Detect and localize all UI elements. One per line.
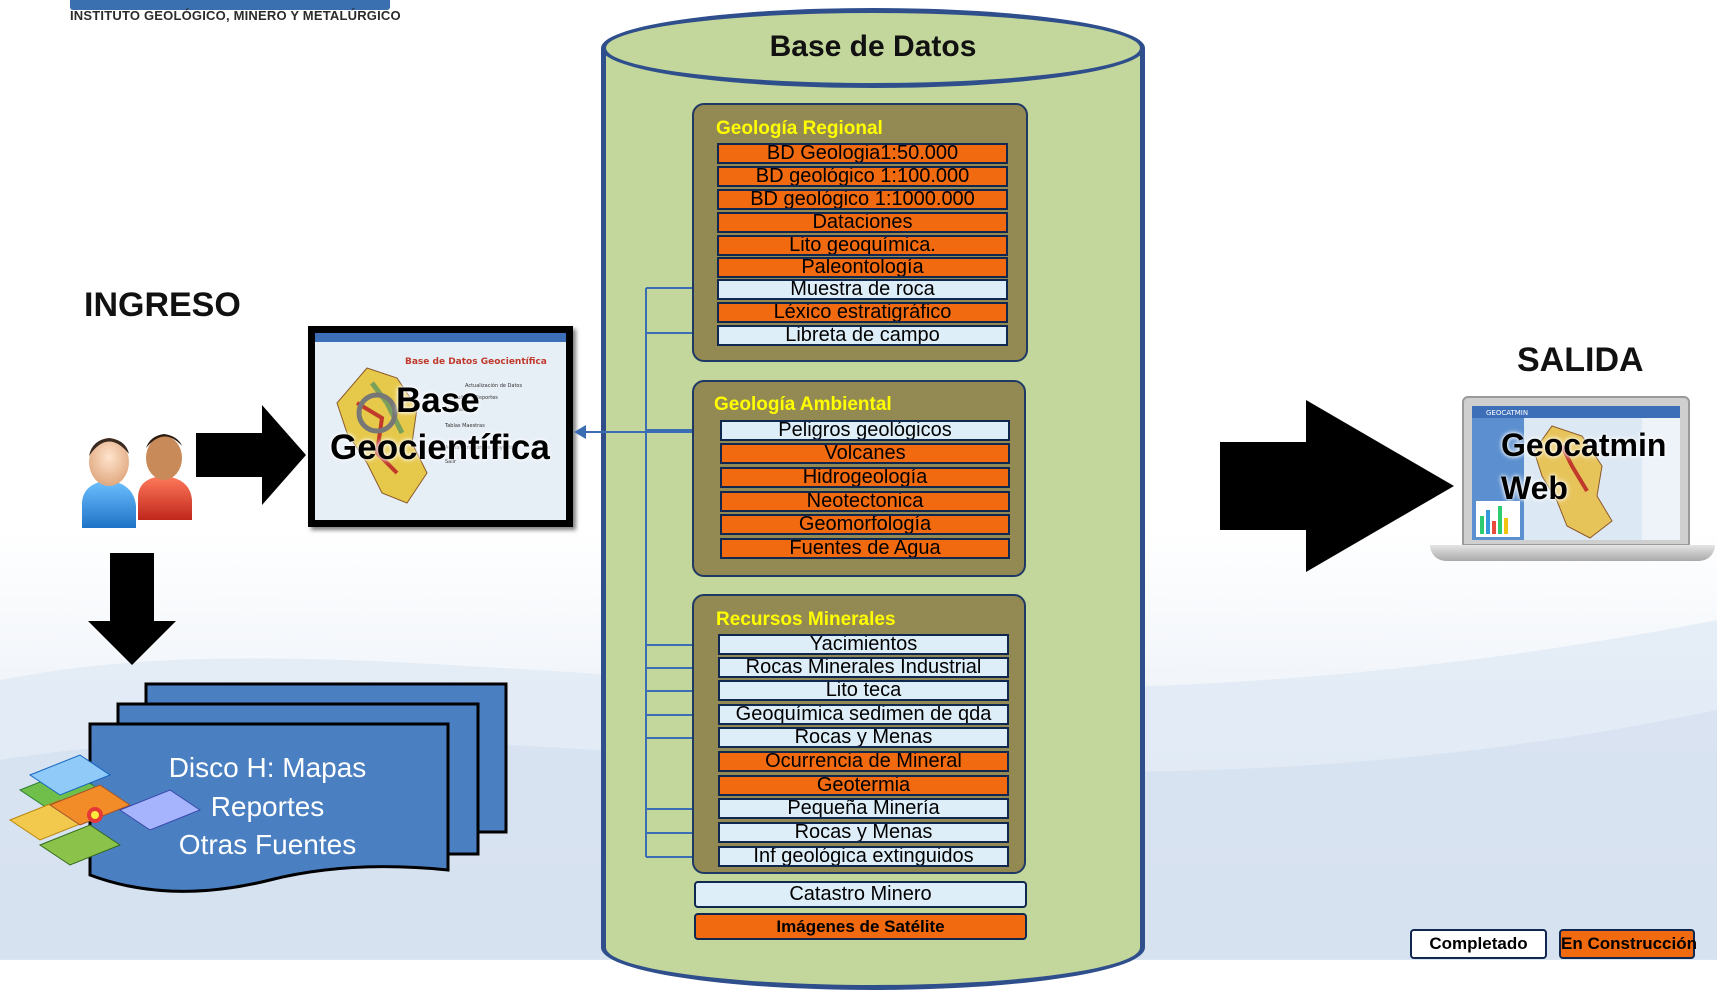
laptop-icon: GEOCATMIN bbox=[1462, 396, 1690, 546]
db-item: Ocurrencia de Mineral bbox=[718, 751, 1009, 772]
db-item: BD geológico 1:1000.000 bbox=[717, 189, 1008, 210]
db-item: Peligros geológicos bbox=[720, 420, 1010, 441]
sources-line-3: Otras Fuentes bbox=[178, 829, 357, 860]
screen-brand: GEOCATMIN bbox=[1486, 409, 1528, 417]
geocatmin-screen: GEOCATMIN bbox=[1472, 406, 1680, 540]
db-item: Libreta de campo bbox=[717, 325, 1008, 346]
base-label: Base bbox=[396, 381, 480, 420]
app-menu-item: Tablas Maestras bbox=[445, 423, 485, 429]
db-item: BD geológico 1:100.000 bbox=[717, 166, 1008, 187]
database-cylinder-top bbox=[601, 8, 1145, 88]
db-item: Lito geoquímica. bbox=[717, 235, 1008, 256]
db-item: Geomorfología bbox=[720, 514, 1010, 535]
salida-heading: SALIDA bbox=[1517, 341, 1644, 379]
arrow-down-icon bbox=[88, 553, 176, 665]
app-menu-item: Consultas y Reportes bbox=[445, 395, 498, 401]
db-item: Neotectonica bbox=[720, 491, 1010, 512]
db-item: Rocas y Menas bbox=[718, 822, 1009, 843]
laptop-base bbox=[1430, 545, 1715, 561]
group-title-recursos: Recursos Minerales bbox=[716, 609, 896, 630]
sources-line-2: Reportes bbox=[210, 791, 325, 822]
db-item: Pequeña Minería bbox=[718, 798, 1009, 819]
base-geocientifica-window: Base de Datos Geocientífica Actualizació… bbox=[308, 326, 573, 527]
db-item: Geotermia bbox=[718, 775, 1009, 796]
db-item: Yacimientos bbox=[718, 634, 1009, 655]
db-item: Hidrogeología bbox=[720, 467, 1010, 488]
db-item: BD Geologia1:50.000 bbox=[717, 143, 1008, 164]
group-title-regional: Geología Regional bbox=[716, 118, 883, 139]
arrow-right-icon bbox=[196, 405, 306, 505]
web-label: Web bbox=[1501, 470, 1568, 506]
app-window-title: Base de Datos Geocientífica bbox=[405, 357, 547, 367]
app-menu-item: Manuales bbox=[445, 407, 469, 413]
app-menu-item: Administración de Proyectos bbox=[445, 445, 517, 451]
db-item: Dataciones bbox=[717, 212, 1008, 233]
db-item: Léxico estratigráfico bbox=[717, 302, 1008, 323]
db-item: Volcanes bbox=[720, 443, 1010, 464]
db-item: Paleontología bbox=[717, 257, 1008, 278]
geocientifica-label: Geocientífica bbox=[330, 428, 550, 467]
db-item: Inf geológica extinguidos bbox=[718, 846, 1009, 867]
db-item-imagenes: Imágenes de Satélite bbox=[694, 913, 1027, 940]
sources-line-1: Disco H: Mapas bbox=[168, 752, 367, 783]
db-item: Rocas y Menas bbox=[718, 727, 1009, 748]
group-title-ambiental: Geología Ambiental bbox=[714, 394, 892, 415]
db-item: Rocas Minerales Industrial bbox=[718, 657, 1009, 678]
db-item: Lito teca bbox=[718, 680, 1009, 701]
database-title: Base de Datos bbox=[769, 30, 977, 63]
db-item-catastro: Catastro Minero bbox=[694, 881, 1027, 908]
db-item: Fuentes de Agua bbox=[720, 538, 1010, 559]
users-icon bbox=[82, 434, 192, 528]
legend-construction: En Construcción bbox=[1559, 929, 1697, 959]
geocatmin-label: Geocatmin bbox=[1501, 427, 1667, 463]
ingemmet-logo bbox=[70, 0, 390, 10]
app-menu-item: Salir bbox=[445, 459, 457, 465]
ingreso-heading: INGRESO bbox=[84, 286, 241, 324]
db-item: Geoquímica sedimen de qda bbox=[718, 704, 1009, 725]
peru-map-icon bbox=[336, 367, 428, 504]
app-menu-item: Actualización de Datos bbox=[465, 383, 523, 389]
legend-completed: Completado bbox=[1410, 929, 1547, 959]
documents-stack-icon bbox=[8, 682, 508, 893]
org-name: INSTITUTO GEOLÓGICO, MINERO Y METALÚRGIC… bbox=[70, 8, 401, 23]
db-item: Muestra de roca bbox=[717, 279, 1008, 300]
arrow-right-large-icon bbox=[1220, 400, 1454, 572]
